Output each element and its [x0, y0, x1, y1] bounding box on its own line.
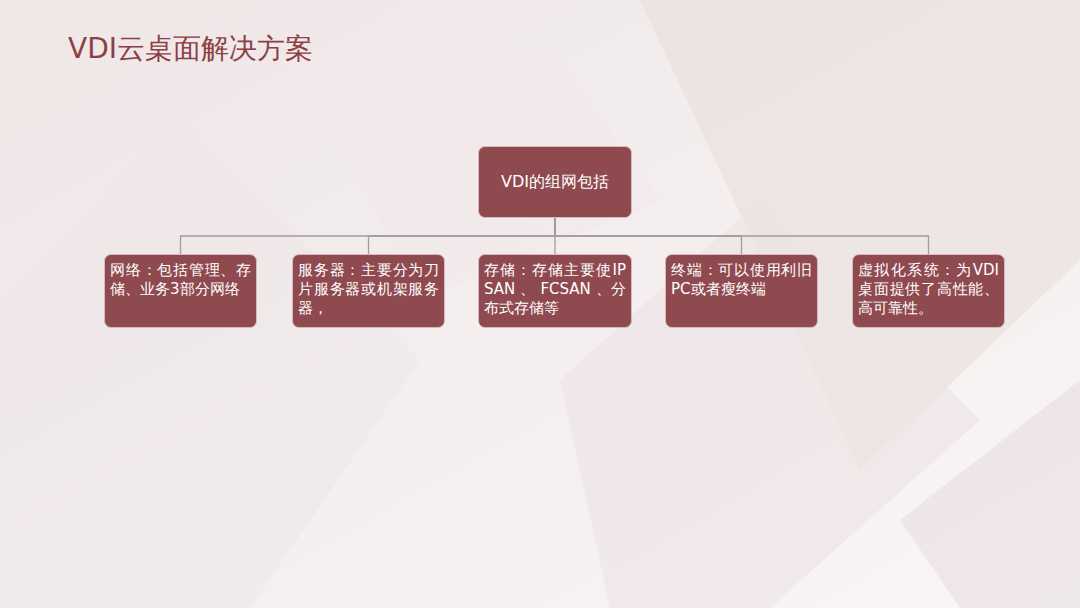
box-text: 存储：存储主要使IPSAN 、 FCSAN 、分布式存储等	[484, 261, 626, 318]
tree-connector	[369, 218, 556, 254]
tree-connector	[181, 218, 556, 254]
component-box: 服务器：主要分为刀片服务器或机架服务器，	[292, 254, 445, 328]
component-box: 虚拟化系统：为VDI桌面提供了高性能、高可靠性。	[852, 254, 1005, 328]
component-box: 存储：存储主要使IPSAN 、 FCSAN 、分布式存储等	[478, 254, 632, 328]
component-box: 终端：可以使用利旧PC或者瘦终端	[665, 254, 818, 328]
box-text: VDI的组网包括	[501, 172, 609, 193]
slide-title: VDI云桌面解决方案	[68, 30, 313, 68]
box-text: 网络：包括管理、存储、业务3部分网络	[110, 261, 251, 299]
box-text: 服务器：主要分为刀片服务器或机架服务器，	[298, 261, 439, 318]
root-box: VDI的组网包括	[478, 146, 632, 218]
component-box: 网络：包括管理、存储、业务3部分网络	[104, 254, 257, 328]
box-text: 终端：可以使用利旧PC或者瘦终端	[671, 261, 812, 299]
box-text: 虚拟化系统：为VDI桌面提供了高性能、高可靠性。	[858, 261, 999, 318]
tree-connector	[555, 218, 929, 254]
